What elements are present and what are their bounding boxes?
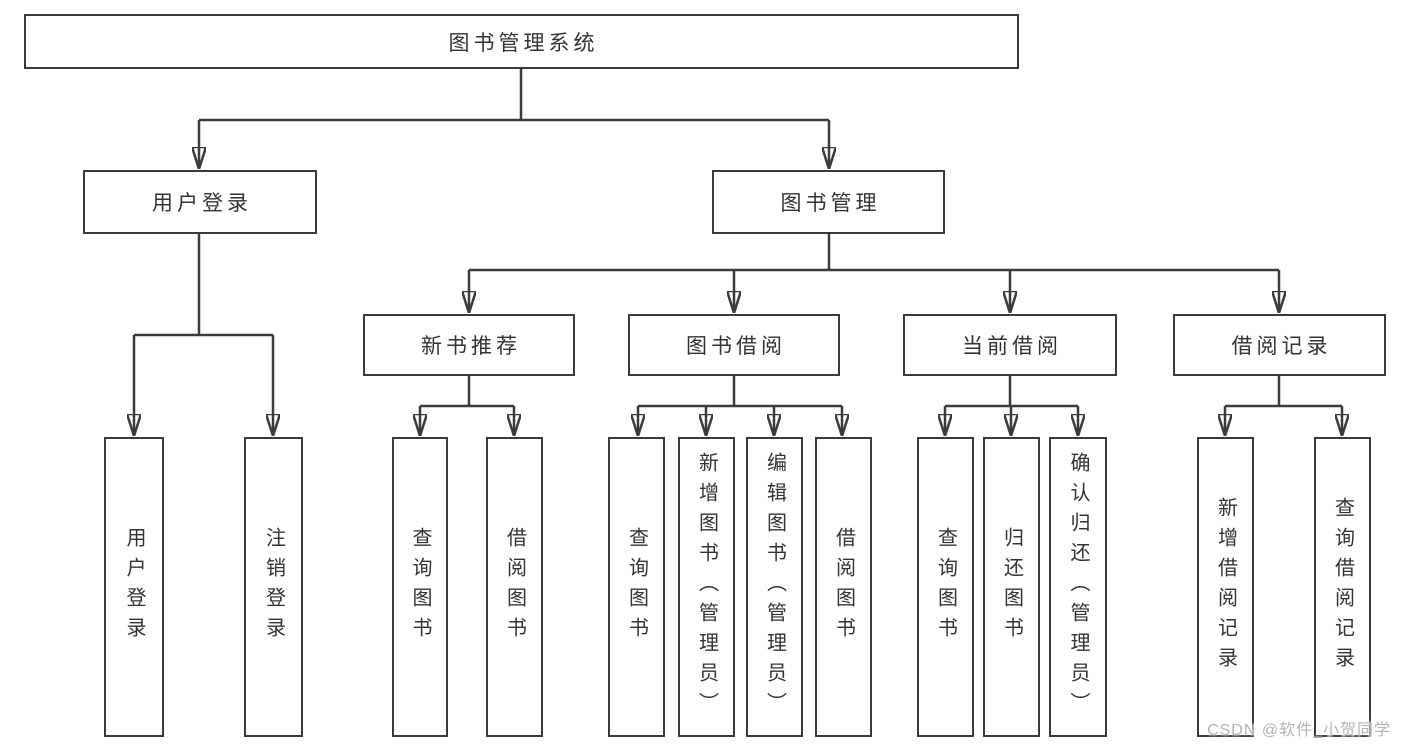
node-book-management: 图书管理 [712,170,945,234]
edge-root-to-level2 [199,69,829,168]
node-current-borrow: 当前借阅 [903,314,1117,376]
edge-book-borrow-branch [638,376,842,435]
leaf-return-books: 归还图书 [983,437,1040,737]
edge-book-management-branch [469,234,1279,312]
leaf-edit-book-admin: 编辑图书（管理员） [746,437,803,737]
node-new-book-recommend: 新书推荐 [363,314,575,376]
node-root-library-system: 图书管理系统 [24,14,1019,69]
csdn-watermark: CSDN @软件_小贺同学 [1207,722,1391,739]
leaf-user-login: 用户登录 [104,437,164,737]
edge-borrow-records-branch [1225,376,1342,435]
leaf-query-books-recommend: 查询图书 [392,437,448,737]
leaf-borrow-books-recommend: 借阅图书 [486,437,543,737]
edge-new-book-branch [420,376,514,435]
node-user-login: 用户登录 [83,170,317,234]
leaf-query-books-borrow: 查询图书 [608,437,665,737]
leaf-confirm-return-admin: 确认归还（管理员） [1049,437,1107,737]
edge-current-borrow-branch [945,376,1078,435]
node-book-borrow: 图书借阅 [628,314,840,376]
node-borrow-records: 借阅记录 [1173,314,1386,376]
leaf-add-book-admin: 新增图书（管理员） [678,437,735,737]
leaf-logout-login: 注销登录 [244,437,303,737]
leaf-borrow-books: 借阅图书 [815,437,872,737]
leaf-query-books-current: 查询图书 [917,437,974,737]
edge-user-login-branch [134,234,273,435]
leaf-query-borrow-record: 查询借阅记录 [1314,437,1371,737]
leaf-add-borrow-record: 新增借阅记录 [1197,437,1254,737]
